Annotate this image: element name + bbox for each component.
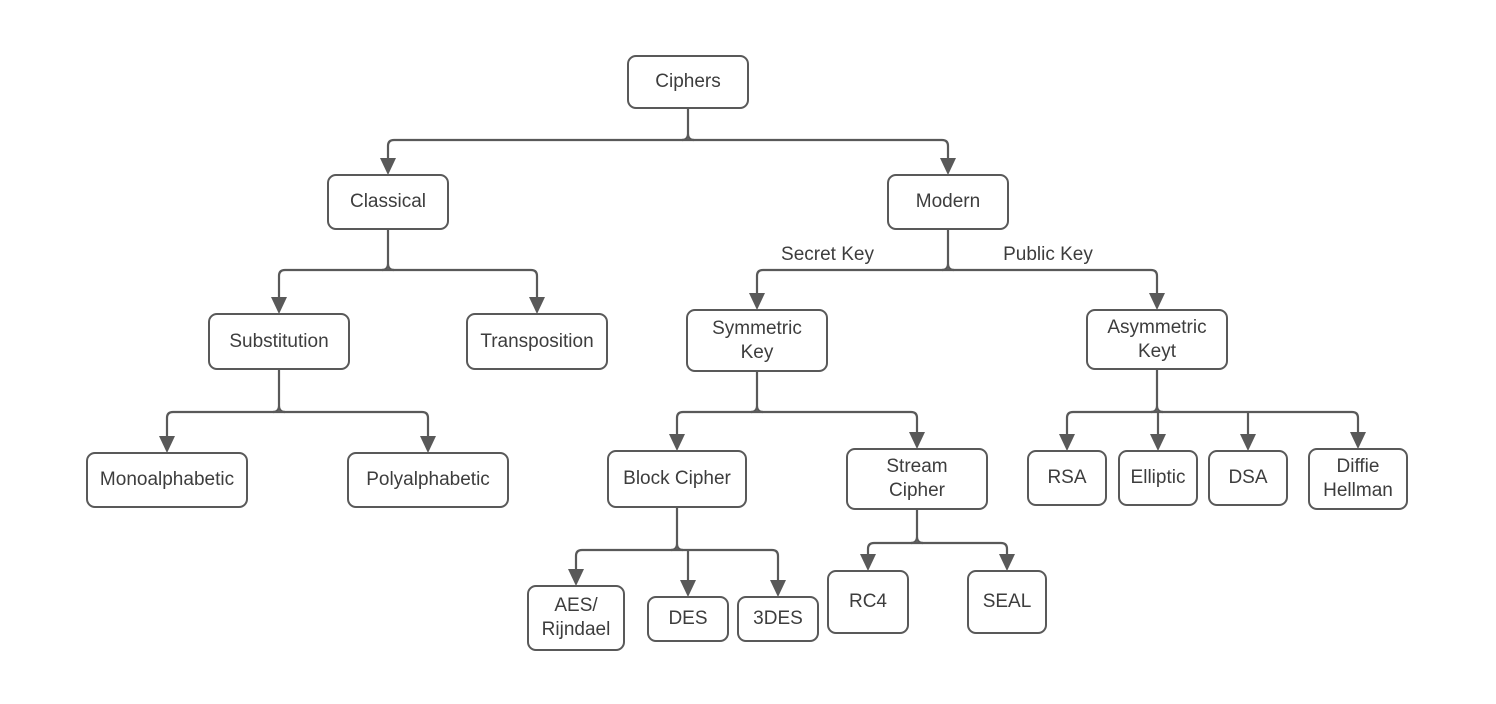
arrowhead [909,432,925,449]
arrowhead [1149,293,1165,310]
node-block-cipher: Block Cipher [607,450,747,508]
edge-fanout-modern [749,230,1165,310]
arrowhead [770,580,786,597]
arrowhead [1240,434,1256,451]
arrowhead [860,554,876,571]
node-asymmetric-key: Asymmetric Keyt [1086,309,1228,370]
node-elliptic: Elliptic [1118,450,1198,506]
connector-bar [675,410,919,435]
node-stream-cipher: Stream Cipher [846,448,988,510]
node-modern: Modern [887,174,1009,230]
node-label: Polyalphabetic [366,469,490,490]
arrowhead [271,297,287,314]
arrowhead [380,158,396,175]
arrowhead [669,434,685,451]
edge-fanout-asymmetric [1059,370,1366,451]
edge-fanout-block [568,508,786,597]
arrowhead [940,158,956,175]
arrowhead [1350,432,1366,449]
arrowhead [159,436,175,453]
node-rsa: RSA [1027,450,1107,506]
edge-fanout-classical [271,230,545,314]
arrowhead [529,297,545,314]
connector-bar [866,541,1009,555]
arrowhead [680,580,696,597]
node-des: DES [647,596,729,642]
edge-fanout-symmetric [669,372,925,451]
node-label: Monoalphabetic [99,469,235,490]
connector-bar [1065,410,1360,435]
node-label: Transposition [480,330,594,352]
node-label: Ciphers [655,71,721,92]
arrowhead [999,554,1015,571]
edge-fanout-substitution [159,370,436,453]
arrowhead [1150,434,1166,451]
node-label: Classical [349,191,427,212]
arrowhead [749,293,765,310]
node-transposition: Transposition [466,313,608,370]
connector-bar [386,138,950,159]
edge-label-public-key: Public Key [1003,244,1093,265]
node-substitution: Substitution [208,313,350,370]
arrowhead [420,436,436,453]
connector-bar [277,268,539,298]
node-label: 3DES [753,608,803,629]
arrowhead [568,569,584,586]
node-rc4: RC4 [827,570,909,634]
node-label: SEAL [982,591,1032,612]
node-label: AES/ Rijndael [541,595,611,640]
node-label: Elliptic [1130,467,1186,488]
node-label: Substitution [229,330,329,352]
edge-label-secret-key: Secret Key [781,244,874,265]
node-3des: 3DES [737,596,819,642]
connector-bar [755,268,1159,294]
connector-bar [165,410,430,437]
node-label: Symmetric Key [712,317,802,363]
node-label: Diffie Hellman [1323,456,1393,501]
node-label: Asymmetric Keyt [1107,316,1207,362]
node-dsa: DSA [1208,450,1288,506]
node-ciphers: Ciphers [627,55,749,109]
node-classical: Classical [327,174,449,230]
node-label: RC4 [848,591,887,612]
node-label: Modern [915,191,981,212]
edge-fanout-stream [860,510,1015,571]
node-seal: SEAL [967,570,1047,634]
node-label: Block Cipher [623,468,731,489]
node-label: RSA [1047,467,1087,488]
edge-fanout-ciphers [380,109,956,175]
node-label: Stream Cipher [886,456,948,501]
node-diffie-hellman: Diffie Hellman [1308,448,1408,510]
node-label: DSA [1228,467,1268,488]
node-symmetric-key: Symmetric Key [686,309,828,372]
node-polyalphabetic: Polyalphabetic [347,452,509,508]
arrowhead [1059,434,1075,451]
node-label: DES [668,608,708,629]
node-aes-rijndael: AES/ Rijndael [527,585,625,651]
node-monoalphabetic: Monoalphabetic [86,452,248,508]
connector-bar [574,548,780,581]
